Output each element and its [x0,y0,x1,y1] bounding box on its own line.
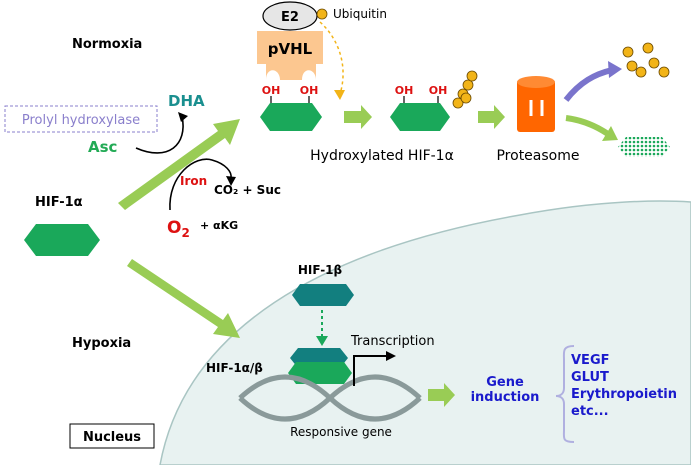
small-green-arrow-1 [344,105,372,129]
gene-label: Gene [486,375,524,390]
products-bracket [555,345,575,443]
proteasome-ubiquitin-arrow [563,67,613,102]
proteasome-icon [517,76,555,132]
released-ubiquitins [622,42,670,78]
oh-label-2: OH [300,84,319,97]
small-green-arrow-2 [478,105,505,129]
responsive-gene-label: Responsive gene [290,425,392,439]
hif1a-label: HIF-1α [35,195,83,210]
transcription-arrowhead [386,351,396,361]
asc-to-dha-arrowhead [178,112,188,122]
ubiquitin-icon [316,8,328,20]
o2-label: O2 [167,218,190,240]
product-item: Erythropoietin [571,387,677,402]
hydroxylated-hif1a-label: Hydroxylated HIF-1α [310,148,454,164]
akg-label: + αKG [200,219,238,232]
iron-reaction-arrowhead [226,176,236,186]
prolyl-hydroxylase-label: Prolyl hydroxylase [22,113,140,128]
oh-label-4: OH [429,84,448,97]
proteasome-ubiquitin-arrowhead [608,61,622,78]
asc-label: Asc [88,138,117,156]
hif1b-dimerize-arrowhead [316,336,328,346]
ubiquitin-transfer-arrow [319,21,344,95]
hif1b-shape [292,284,354,306]
degraded-peptides [618,137,670,157]
e2-label: E2 [281,10,299,25]
hypoxia-label: Hypoxia [72,336,131,351]
transcription-label: Transcription [350,334,435,349]
hydroxylated-hif1a-shape-1 [260,103,322,131]
iron-reaction-arrow [169,158,232,211]
dha-label: DHA [168,92,205,110]
dna-strand-2 [238,374,422,422]
proteasome-peptide-arrowhead [602,126,618,141]
induction-label: induction [471,390,540,405]
co2-suc-label: CO₂ + Suc [214,183,281,197]
oh-label-1: OH [262,84,281,97]
hydroxylated-hif1a-shape-2 [390,103,450,131]
proteasome-label: Proteasome [496,148,579,164]
normoxia-label: Normoxia [72,37,142,52]
proteasome-peptide-arrow [565,115,610,137]
product-item: GLUT [571,370,609,385]
nucleus-region [159,200,691,465]
hypoxia-green-arrow [127,259,240,338]
asc-to-dha-arrow [135,115,184,154]
hif1ab-label: HIF-1α/β [206,361,263,375]
product-item: etc... [571,404,609,419]
product-item: VEGF [571,353,610,368]
pvhl-shape [257,31,323,80]
prolyl-hydroxylase-box [4,105,158,133]
iron-label: Iron [180,174,207,188]
hif1a-shape [24,224,100,256]
ubiquitin-transfer-arrowhead [334,90,345,100]
hif1b-label: HIF-1β [298,263,343,277]
gene-induction-arrow [428,383,455,407]
oh-label-3: OH [395,84,414,97]
ubiquitin-chain [452,70,478,109]
ubiquitin-label: Ubiquitin [333,7,387,21]
nucleus-label-box [69,423,155,449]
normoxia-green-arrow [118,119,240,210]
nucleus-label: Nucleus [83,430,141,445]
transcription-arrow [353,355,388,386]
gene-products-list: VEGF GLUT Erythropoietin etc... [571,353,677,419]
pvhl-label: pVHL [268,40,313,58]
